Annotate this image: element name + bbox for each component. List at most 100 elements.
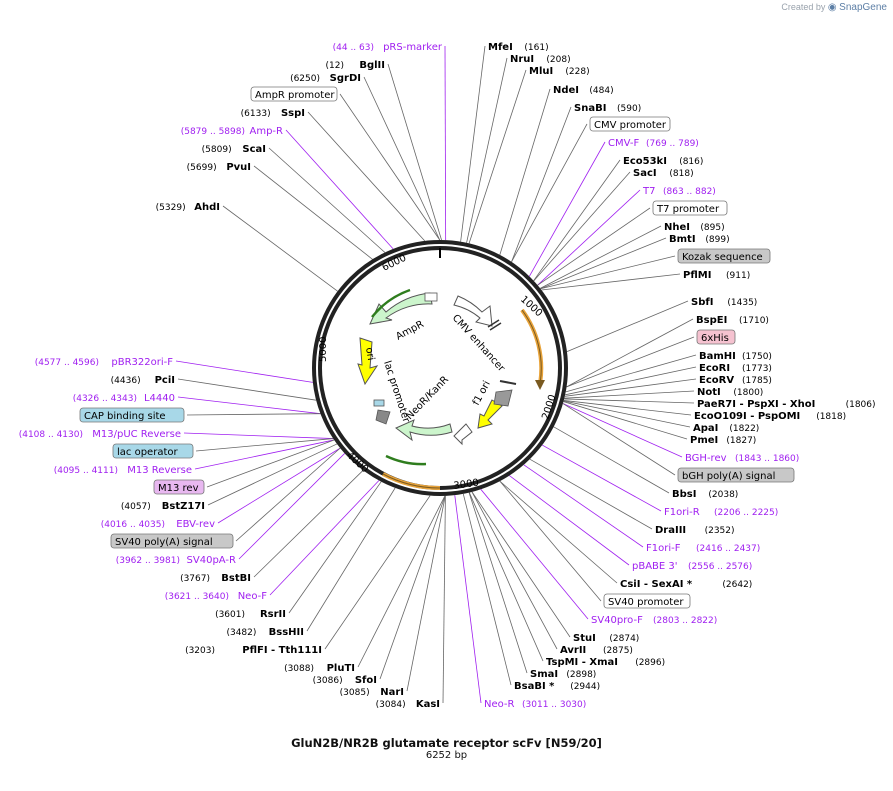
left-label-nari: NarI [380, 687, 404, 698]
right-label-nhei-pos: (895) [700, 223, 724, 233]
left-label-rsrii: RsrII [260, 609, 286, 620]
right-label-neo-r: Neo-R [484, 699, 515, 710]
left-label-bsshii: BssHII [269, 627, 304, 638]
ring-tick-5000: 5000 [318, 337, 329, 362]
ring-tick-3000: 3000 [453, 478, 480, 492]
left-label-scai-pos: (5809) [202, 145, 232, 155]
right-label-cmv-promoter-leader [511, 123, 588, 263]
right-label-f1ori-r-leader [541, 444, 662, 512]
right-label-ecorv-leader [564, 378, 697, 397]
ring-tick-1000: 1000 [518, 294, 544, 319]
left-label-neo-f-pos: (3621 .. 3640) [165, 592, 229, 602]
left-label-cap-binding-site-leader [186, 413, 321, 416]
left-label-pluti-pos: (3088) [284, 664, 314, 674]
right-label-sbfi-pos: (1435) [727, 298, 757, 308]
left-label-ebv-rev: EBV-rev [176, 519, 215, 530]
left-label-sv40pa-r-leader [238, 453, 345, 560]
right-label-nrui: NruI [510, 54, 534, 65]
left-label-scai: ScaI [242, 144, 266, 155]
left-label-nari-leader [406, 495, 446, 692]
left-label-pvui-leader [253, 165, 373, 260]
right-label-pmei-leader [563, 401, 688, 440]
right-label-avrii: AvrII [560, 645, 586, 656]
right-label-t7-promoter-box [652, 200, 728, 216]
right-label-pflmi-leader [541, 273, 681, 291]
cmv-enhancer-arrow [453, 295, 493, 327]
left-label-cap-binding-site: CAP binding site [84, 411, 166, 422]
ampr-dark-arc [371, 288, 411, 318]
left-label-ampr-promoter-leader [339, 93, 441, 241]
left-label-m13-reverse-leader [194, 439, 335, 470]
right-label-bsabi: BsaBI * [514, 681, 555, 692]
left-label-kasi-leader [442, 495, 446, 704]
right-label-sv40-promoter-leader [499, 480, 602, 602]
right-label-apai-leader [563, 400, 691, 428]
left-label-amp-r: Amp-R [250, 126, 284, 137]
left-label-rsrii-leader [288, 481, 382, 614]
right-label-f1ori-f-pos: (2416 .. 2437) [696, 544, 760, 554]
right-label-sbfi: SbfI [691, 297, 713, 308]
left-label-ahdi: AhdI [194, 202, 220, 213]
right-label-saci-leader [533, 171, 631, 282]
right-label-draiii: DraIII [655, 525, 686, 536]
right-label-snabi-pos: (590) [617, 104, 641, 114]
brand-name: SnapGene [839, 2, 887, 13]
right-label-kozak-sequence: Kozak sequence [682, 252, 763, 263]
right-label-pbabe-3: pBABE 3' [632, 561, 678, 572]
left-label-bglii: BglII [359, 60, 385, 71]
right-label-pmei: PmeI [690, 435, 718, 446]
left-label-lac-operator-box [112, 443, 194, 459]
right-label-smai-pos: (2898) [566, 670, 596, 680]
right-label-f1ori-r-pos: (2206 .. 2225) [714, 508, 778, 518]
right-label-bbsi: BbsI [672, 489, 696, 500]
feature-label-neor: NeoR/KanR [404, 374, 451, 422]
right-label-avrii-pos: (2875) [603, 646, 633, 656]
feature-label-f1-ori: f1 ori [471, 379, 493, 407]
right-label-snabi-leader [511, 106, 572, 262]
left-label-bstz17i: BstZ17I [162, 501, 205, 512]
left-label-sfoi-leader [379, 495, 446, 680]
right-label-bamhi-leader [565, 354, 697, 393]
right-label-pbabe-3-pos: (2556 .. 2576) [688, 562, 752, 572]
left-label-m13-puc-reverse: M13/pUC Reverse [92, 429, 181, 440]
right-label-cmv-promoter: CMV promoter [594, 120, 667, 131]
right-label-stui: StuI [573, 633, 596, 644]
right-label-mfei-leader [460, 45, 486, 242]
right-label-t7: T7 [642, 186, 655, 197]
left-label-amp-r-leader [285, 129, 394, 250]
right-label-csii-sexai-pos: (2642) [722, 580, 752, 590]
ampr-promoter-box [424, 292, 438, 302]
left-label-ebv-rev-pos: (4016 .. 4035) [101, 520, 165, 530]
left-label-bsshii-pos: (3482) [226, 628, 256, 638]
right-label-cmv-f-pos: (769 .. 789) [646, 139, 699, 149]
right-label-avrii-leader [471, 491, 558, 650]
right-label-bamhi: BamHI [699, 351, 736, 362]
left-label-bglii-leader [387, 63, 442, 241]
left-label-pbr322ori-f-leader [175, 360, 313, 383]
right-label-saci: SacI [633, 168, 657, 179]
sv40-promoter-arrow [453, 423, 473, 446]
right-label-bsabi-leader [462, 493, 512, 686]
right-label-draiii-pos: (2352) [705, 526, 735, 536]
right-label-sv40pro-f: SV40pro-F [591, 615, 643, 626]
right-label-noti-leader [564, 390, 695, 399]
orf-arc-right-head [535, 380, 545, 390]
right-label-noti: NotI [697, 387, 721, 398]
left-label-pvui: PvuI [226, 162, 251, 173]
left-label-lac-operator-leader [195, 438, 334, 452]
left-label-pluti: PluTI [327, 663, 355, 674]
ampr-feature-arrow [369, 292, 433, 325]
right-label-smai-leader [468, 492, 528, 674]
right-label-pmei-pos: (1827) [726, 436, 756, 446]
right-label-neo-r-pos: (3011 .. 3030) [522, 700, 586, 710]
right-label-pflmi-pos: (911) [726, 271, 750, 281]
right-label-sv40-promoter-box [603, 593, 691, 609]
right-label-smai: SmaI [530, 669, 558, 680]
right-label-ecori-pos: (1773) [742, 364, 772, 374]
left-label-nari-pos: (3085) [340, 688, 370, 698]
left-label-prs-marker-leader [444, 45, 447, 241]
left-label-pcii-pos: (4436) [111, 376, 141, 386]
site-labels: MfeI(161)NruI(208)MluI(228)NdeI(484)SnaB… [19, 42, 876, 710]
right-label-cmv-f-leader [529, 141, 606, 277]
right-label-bsabi-pos: (2944) [570, 682, 600, 692]
